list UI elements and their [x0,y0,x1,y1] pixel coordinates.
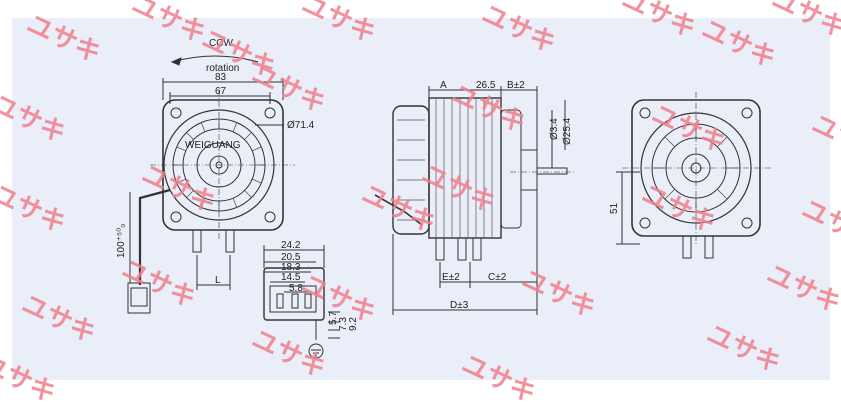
dia-25-4-label: Ø25.4 [562,117,573,145]
dim-26-5-label: 26.5 [476,80,496,91]
side-view [374,86,575,315]
term-5-8-label: 5.8 [289,283,303,294]
ccw-label: CCW [209,38,233,49]
A-label: A [440,80,447,91]
dia-3-4-label: Ø3.4 [549,118,560,140]
term-7-3-label: 7.3 [338,317,349,331]
E-label: E±2 [442,272,460,283]
D-label: D±3 [450,300,469,311]
drawing-background [12,18,830,380]
terminal-detail [263,245,340,359]
height-51-label: 51 [609,202,620,214]
L-label: L [215,275,221,286]
rear-view [616,92,772,259]
width-67-label: 67 [215,86,227,97]
C-label: C±2 [488,272,507,283]
diameter-71-label: Ø71.4 [287,120,315,131]
term-24-2-label: 24.2 [281,240,301,251]
term-20-5-label: 20.5 [281,252,301,263]
brand-label: WEIGUANG [185,140,241,151]
B-label: B±2 [507,80,525,91]
rotation-label: rotation [206,63,239,74]
width-83-label: 83 [215,72,227,83]
term-14-5-label: 14.5 [281,272,301,283]
term-5-7-label: 5.7 [328,311,339,325]
term-9-2-label: 9.2 [348,317,359,331]
term-18-3-label: 18.3 [281,262,301,273]
cable-length-label: 100⁺⁵⁰₀ [116,224,127,258]
front-view [127,55,295,314]
